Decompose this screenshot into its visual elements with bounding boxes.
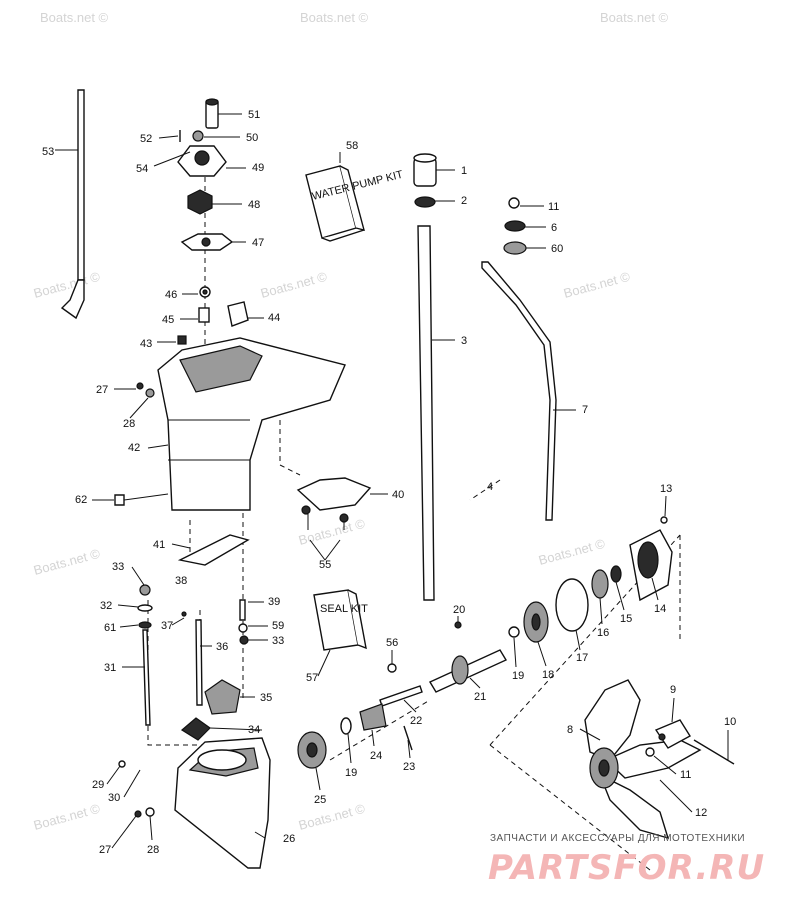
callout-label: 23 (403, 761, 415, 773)
callout-label: 12 (695, 807, 707, 819)
callout-label: 13 (660, 483, 672, 495)
callout-label: 20 (453, 604, 465, 616)
callout-label: 43 (140, 338, 152, 350)
callout-label: 9 (670, 684, 676, 696)
watermark: Boats.net © (297, 801, 367, 833)
callout-label: 28 (147, 844, 159, 856)
watermark: Boats.net © (537, 536, 607, 568)
watermark: Boats.net © (40, 10, 109, 25)
callout-label: 1 (461, 165, 467, 177)
watermark: Boats.net © (32, 546, 102, 578)
callout-label: 41 (153, 539, 165, 551)
callout-label: 4 (487, 481, 493, 493)
callout-label: 28 (123, 418, 135, 430)
callout-label: 17 (576, 652, 588, 664)
callout-label: 40 (392, 489, 404, 501)
propeller-shaft-assembly (340, 516, 673, 751)
driveshaft-part-3 (413, 153, 455, 601)
callout-label: 37 (161, 620, 173, 632)
callout-label: 50 (246, 132, 258, 144)
callout-label: 33 (272, 635, 284, 647)
callout-label: 48 (248, 199, 260, 211)
callout-label: 16 (597, 627, 609, 639)
callout-labels: 1 2 3 4 6 7 8 9 10 11 11 12 13 14 15 16 … (42, 109, 736, 856)
callout-label: 11 (548, 201, 559, 213)
callout-label: 58 (346, 140, 358, 152)
callout-label: 25 (314, 794, 326, 806)
callout-label: 11 (680, 769, 691, 781)
footer-tagline: ЗАПЧАСТИ И АКСЕССУАРЫ ДЛЯ МОТОТЕХНИКИ (490, 833, 746, 844)
callout-label: 44 (268, 312, 280, 324)
callout-label: 59 (272, 620, 284, 632)
gear-part-25 (297, 731, 327, 769)
callout-label: 27 (99, 844, 111, 856)
callout-label: 61 (104, 622, 116, 634)
gasket-part-41 (177, 534, 250, 566)
callout-label: 2 (461, 195, 467, 207)
callout-label: 62 (75, 494, 87, 506)
callout-label: 52 (140, 133, 152, 145)
gearcase-part-26 (174, 737, 271, 869)
seal-kit-part-57: SEAL KIT (313, 589, 368, 651)
partsfor-logo: PARTSFOR.RU (488, 848, 766, 888)
callout-label: 19 (345, 767, 357, 779)
watermark: Boats.net © (32, 801, 102, 833)
callout-label: 56 (386, 637, 398, 649)
callout-label: 6 (551, 222, 557, 234)
callout-label: 32 (100, 600, 112, 612)
shift-rod-part-7 (481, 197, 557, 521)
callout-label: 45 (162, 314, 174, 326)
callout-label: 54 (136, 163, 148, 175)
callout-label: 8 (567, 724, 573, 736)
callout-label: 15 (620, 613, 632, 625)
callout-label: 60 (551, 243, 563, 255)
callout-label: 24 (370, 750, 382, 762)
callout-label: 49 (252, 162, 264, 174)
callout-label: 7 (582, 404, 588, 416)
leader-lines (92, 113, 729, 849)
watermark: Boats.net © (32, 269, 102, 301)
callout-label: 57 (306, 672, 318, 684)
watermark: Boats.net © (600, 10, 669, 25)
callout-label: 22 (410, 715, 422, 727)
callout-label: 10 (724, 716, 736, 728)
callout-label: 51 (248, 109, 260, 121)
callout-label: 3 (461, 335, 467, 347)
callout-label: 47 (252, 237, 264, 249)
callout-label: 29 (92, 779, 104, 791)
callout-label: 14 (654, 603, 666, 615)
shift-rod-part-53 (55, 89, 85, 320)
water-pump-parts (177, 98, 249, 345)
callout-label: 26 (283, 833, 295, 845)
callout-label: 33 (112, 561, 124, 573)
callout-label: 30 (108, 792, 120, 804)
callout-label: 31 (104, 662, 116, 674)
callout-label: 18 (542, 669, 554, 681)
callout-label: 55 (319, 559, 331, 571)
callout-label: 36 (216, 641, 228, 653)
callout-label: 42 (128, 442, 140, 454)
callout-label: 27 (96, 384, 108, 396)
watermark: Boats.net © (297, 516, 367, 548)
callout-label: 38 (175, 575, 187, 587)
callout-label: 39 (268, 596, 280, 608)
watermark: Boats.net © (562, 269, 632, 301)
callout-label: 53 (42, 146, 54, 158)
callout-label: 19 (512, 670, 524, 682)
driveshaft-housing-part-42 (114, 337, 346, 511)
water-pump-kit-part-58: WATER PUMP KIT (305, 165, 405, 242)
watermark: Boats.net © (259, 269, 329, 301)
water-tube-part-40 (296, 477, 372, 561)
propeller-part-8 (584, 679, 735, 840)
callout-label: 46 (165, 289, 177, 301)
callout-label: 35 (260, 692, 272, 704)
watermark: Boats.net © (300, 10, 369, 25)
callout-label: 21 (474, 691, 486, 703)
kit-label: SEAL KIT (320, 603, 368, 615)
